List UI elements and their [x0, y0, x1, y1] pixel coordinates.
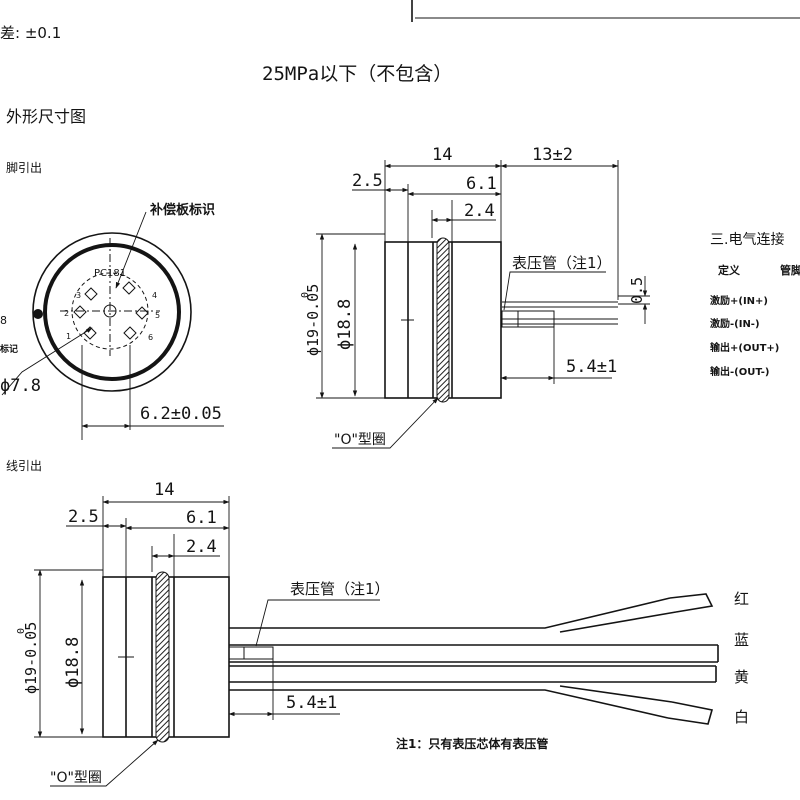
o-ring-leader — [332, 397, 439, 449]
pin-5-icon — [135, 306, 149, 320]
row-out-minus: 输出-(OUT-) — [710, 365, 769, 378]
total-length-value: 14 — [432, 145, 452, 165]
wire-gauge-tube-leader — [255, 599, 380, 647]
outer-body-circle — [32, 232, 192, 392]
pcd-diameter: ϕ7.8 — [0, 376, 41, 396]
board-ring-circle — [43, 243, 181, 381]
pin-number-2: 2 — [64, 309, 69, 318]
cable-white-upper-edge — [559, 685, 673, 703]
electrical-connection-table: 三.电气连接 定义 管脚 激励+(IN+) 激励-(IN-) 输出+(OUT+)… — [710, 231, 800, 378]
mark-dot — [33, 309, 43, 319]
pin-lead-title: 脚引出 — [6, 160, 42, 175]
outer-diameter-value: ϕ19-0.05 — [304, 284, 322, 356]
wire-lead-title: 线引出 — [6, 459, 42, 473]
wire-o-ring-leader — [50, 739, 159, 787]
wire-color-red: 红 — [734, 590, 749, 608]
dim-6-1-value: 6.1 — [466, 174, 497, 194]
pin-3-icon — [84, 287, 98, 301]
gauge-tube-icon — [501, 310, 555, 328]
gauge-tube-label: 表压管（注1） — [512, 254, 612, 272]
cable-white-lower-edge — [229, 689, 669, 719]
wire-dim-6-1-value: 6.1 — [186, 508, 217, 528]
wire-color-blue: 蓝 — [734, 631, 749, 649]
wire-gauge-tube-icon — [228, 646, 274, 660]
wire-total-length-value: 14 — [154, 480, 174, 500]
pin-end-view: 3 4 2 5 1 6 PC181 补偿板标识 8 标记 ϕ7.8 6.2±0.… — [0, 202, 224, 440]
gauge-tube-leader — [503, 271, 606, 311]
pin-6-icon — [123, 326, 137, 340]
wire-tube-length-value: 5.4±1 — [286, 693, 337, 713]
dim-2-4-value: 2.4 — [464, 201, 495, 221]
wire-side-view: 红 蓝 黄 白 14 2.5 6.1 2.4 ϕ19-0.05 0 ϕ18.8 … — [16, 480, 749, 787]
pin-length-value: 13±2 — [532, 145, 573, 165]
wire-color-yellow: 黄 — [734, 668, 749, 686]
pin-number-3: 3 — [76, 291, 81, 300]
board-code: PC181 — [94, 268, 126, 279]
pin-side-view: 14 13±2 2.5 6.1 2.4 ϕ19-0.05 0 ϕ18.8 表压管… — [300, 145, 650, 449]
wire-o-ring-label: "O"型圈 — [50, 770, 102, 786]
o-ring-icon — [436, 237, 450, 403]
pin-offset-value: 6.2±0.05 — [140, 404, 222, 424]
pin-number-5: 5 — [155, 311, 160, 320]
wire-o-ring-icon — [155, 571, 170, 743]
row-out-plus: 输出+(OUT+) — [710, 341, 779, 354]
pin-diameter-value: 0.5 — [628, 277, 646, 304]
pcd-leader-line — [1, 327, 93, 396]
wire-end-yellow — [690, 665, 717, 683]
row-in-minus: 激励-(IN-) — [710, 317, 760, 330]
tube-length-value: 5.4±1 — [566, 357, 617, 377]
wire-color-white: 白 — [734, 708, 749, 726]
pin-number-4: 4 — [152, 291, 157, 300]
wire-dim-2-5-value: 2.5 — [68, 507, 99, 527]
col-pin: 管脚 — [780, 263, 800, 277]
wire-end-blue — [690, 644, 719, 663]
wire-outer-diameter-value: ϕ19-0.05 — [22, 622, 40, 694]
pin-4-icon — [122, 281, 136, 295]
wire-outer-diameter-upper: 0 — [16, 628, 27, 634]
wire-inner-diameter-value: ϕ18.8 — [63, 637, 83, 688]
pin-number-1: 1 — [66, 332, 71, 341]
cable-red-upper-edge — [229, 597, 671, 629]
cable-red-lower-edge — [559, 611, 677, 633]
electrical-title: 三.电气连接 — [710, 231, 784, 248]
pin-number-6: 6 — [148, 333, 153, 342]
wire-end-white — [667, 701, 714, 725]
row-in-plus: 激励+(IN+) — [710, 294, 768, 307]
compensation-board-label: 补偿板标识 — [149, 202, 215, 218]
inner-diameter-value: ϕ18.8 — [335, 299, 355, 350]
o-ring-label: "O"型圈 — [334, 432, 386, 448]
wire-end-red — [669, 593, 714, 613]
wire-dim-2-4-value: 2.4 — [186, 537, 217, 557]
pin-2-icon — [73, 305, 87, 319]
col-definition: 定义 — [718, 263, 741, 277]
board-leader-line — [115, 211, 147, 289]
gauge-tube-note: 注1：只有表压芯体有表压管 — [396, 736, 548, 751]
wire-gauge-tube-label: 表压管（注1） — [290, 580, 390, 598]
tolerance-note: 差: ±0.1 — [0, 24, 61, 42]
dim-2-5-value: 2.5 — [352, 171, 383, 191]
mark-label-fragment: 标记 — [0, 343, 18, 355]
outer-diameter-upper: 0 — [300, 292, 311, 298]
section-title: 外形尺寸图 — [6, 107, 86, 126]
pressure-note: 25MPa以下（不包含） — [262, 63, 452, 85]
left-fragment: 8 — [0, 314, 7, 327]
